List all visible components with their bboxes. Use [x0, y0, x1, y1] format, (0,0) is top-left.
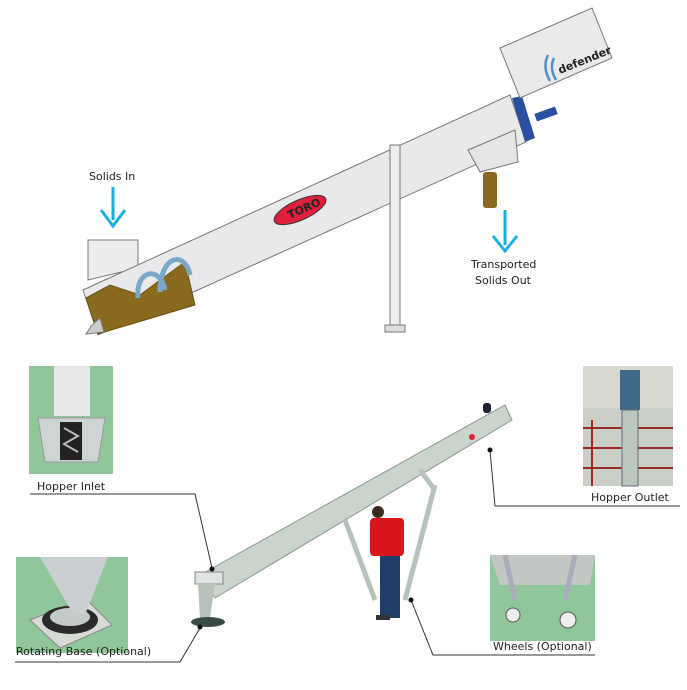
solids-in-label: Solids In: [89, 170, 135, 183]
photo-hopper: [194, 571, 224, 585]
hopper-inlet-leader: [30, 493, 213, 569]
wheels-photo: [490, 554, 595, 641]
person: [370, 506, 404, 620]
conveyor-photo: [191, 403, 513, 627]
photo-rotating-base: [191, 617, 225, 627]
hopper-inlet-photo: [29, 366, 113, 474]
photo-base-leg: [198, 584, 215, 618]
solids-out-arrow: [491, 210, 519, 254]
discharge-chute: [467, 129, 519, 173]
solids-out-label-2: Solids Out: [475, 274, 532, 287]
discharged-solids: [483, 172, 497, 208]
rotating-base-photo: [16, 557, 128, 653]
solids-fill: [85, 261, 196, 335]
hopper-outlet-photo: [583, 366, 673, 487]
photo-motor: [483, 403, 491, 413]
wheels-label: Wheels (Optional): [493, 640, 592, 653]
photo-tube: [199, 404, 513, 599]
blue-flange: [512, 96, 535, 142]
solids-out-label-1: Transported: [470, 258, 536, 271]
hopper-outlet-label: Hopper Outlet: [591, 491, 670, 504]
wheels-leader: [410, 599, 595, 656]
schematic-conveyor: defender TORO Solids In Transported Soli…: [82, 7, 614, 336]
hopper-outlet-leader: [489, 449, 680, 507]
drive-housing: [499, 7, 613, 99]
rotating-base-label: Rotating Base (Optional): [16, 645, 151, 658]
drive-plate: [534, 106, 558, 122]
support-stand: [389, 144, 401, 326]
defender-waves-icon: [544, 54, 558, 82]
rotating-base-leader: [15, 627, 201, 663]
photo-frame-leg: [402, 484, 438, 601]
solids-in-arrow: [99, 187, 127, 229]
screw-flight: [135, 257, 193, 299]
hopper-inlet-label: Hopper Inlet: [37, 480, 106, 493]
stand-foot: [384, 324, 406, 333]
toro-logo-badge: [273, 194, 327, 226]
hopper-foot: [84, 317, 105, 335]
